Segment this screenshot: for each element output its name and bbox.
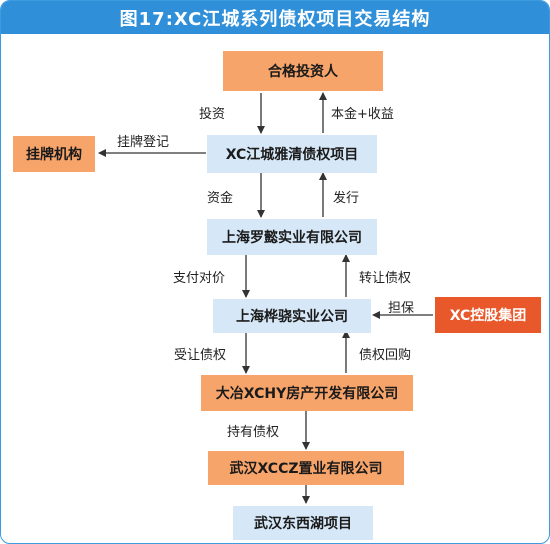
label-funds: 资金	[207, 191, 234, 206]
label-hold-claims: 持有债权	[227, 425, 280, 440]
node-huaxiao: 上海桦骁实业公司	[213, 299, 371, 333]
node-listing-agency: 挂牌机构	[13, 136, 95, 172]
node-lake-project: 武汉东西湖项目	[233, 506, 373, 540]
label-issue: 发行	[333, 191, 360, 206]
node-group: XC控股集团	[435, 297, 541, 333]
label-pay-consideration: 支付对价	[173, 271, 226, 286]
title-bar: 图17:XC江城系列债权项目交易结构	[1, 1, 549, 34]
label-repurchase-claims: 债权回购	[359, 348, 412, 363]
label-principal-return: 本金+收益	[331, 107, 394, 122]
label-receive-claims: 受让债权	[174, 348, 227, 363]
node-project: XC江城雅清债权项目	[207, 135, 377, 173]
node-daye: 大冶XCHY房产开发有限公司	[201, 375, 413, 411]
label-transfer-claims: 转让债权	[359, 271, 412, 286]
label-listing-register: 挂牌登记	[117, 135, 170, 150]
label-guarantee: 担保	[388, 301, 415, 316]
node-investors: 合格投资人	[223, 51, 383, 91]
node-luoyi: 上海罗懿实业有限公司	[207, 219, 377, 255]
label-invest: 投资	[199, 107, 226, 122]
node-wuhan-property: 武汉XCCZ置业有限公司	[208, 451, 404, 485]
diagram-title: 图17:XC江城系列债权项目交易结构	[119, 8, 431, 30]
